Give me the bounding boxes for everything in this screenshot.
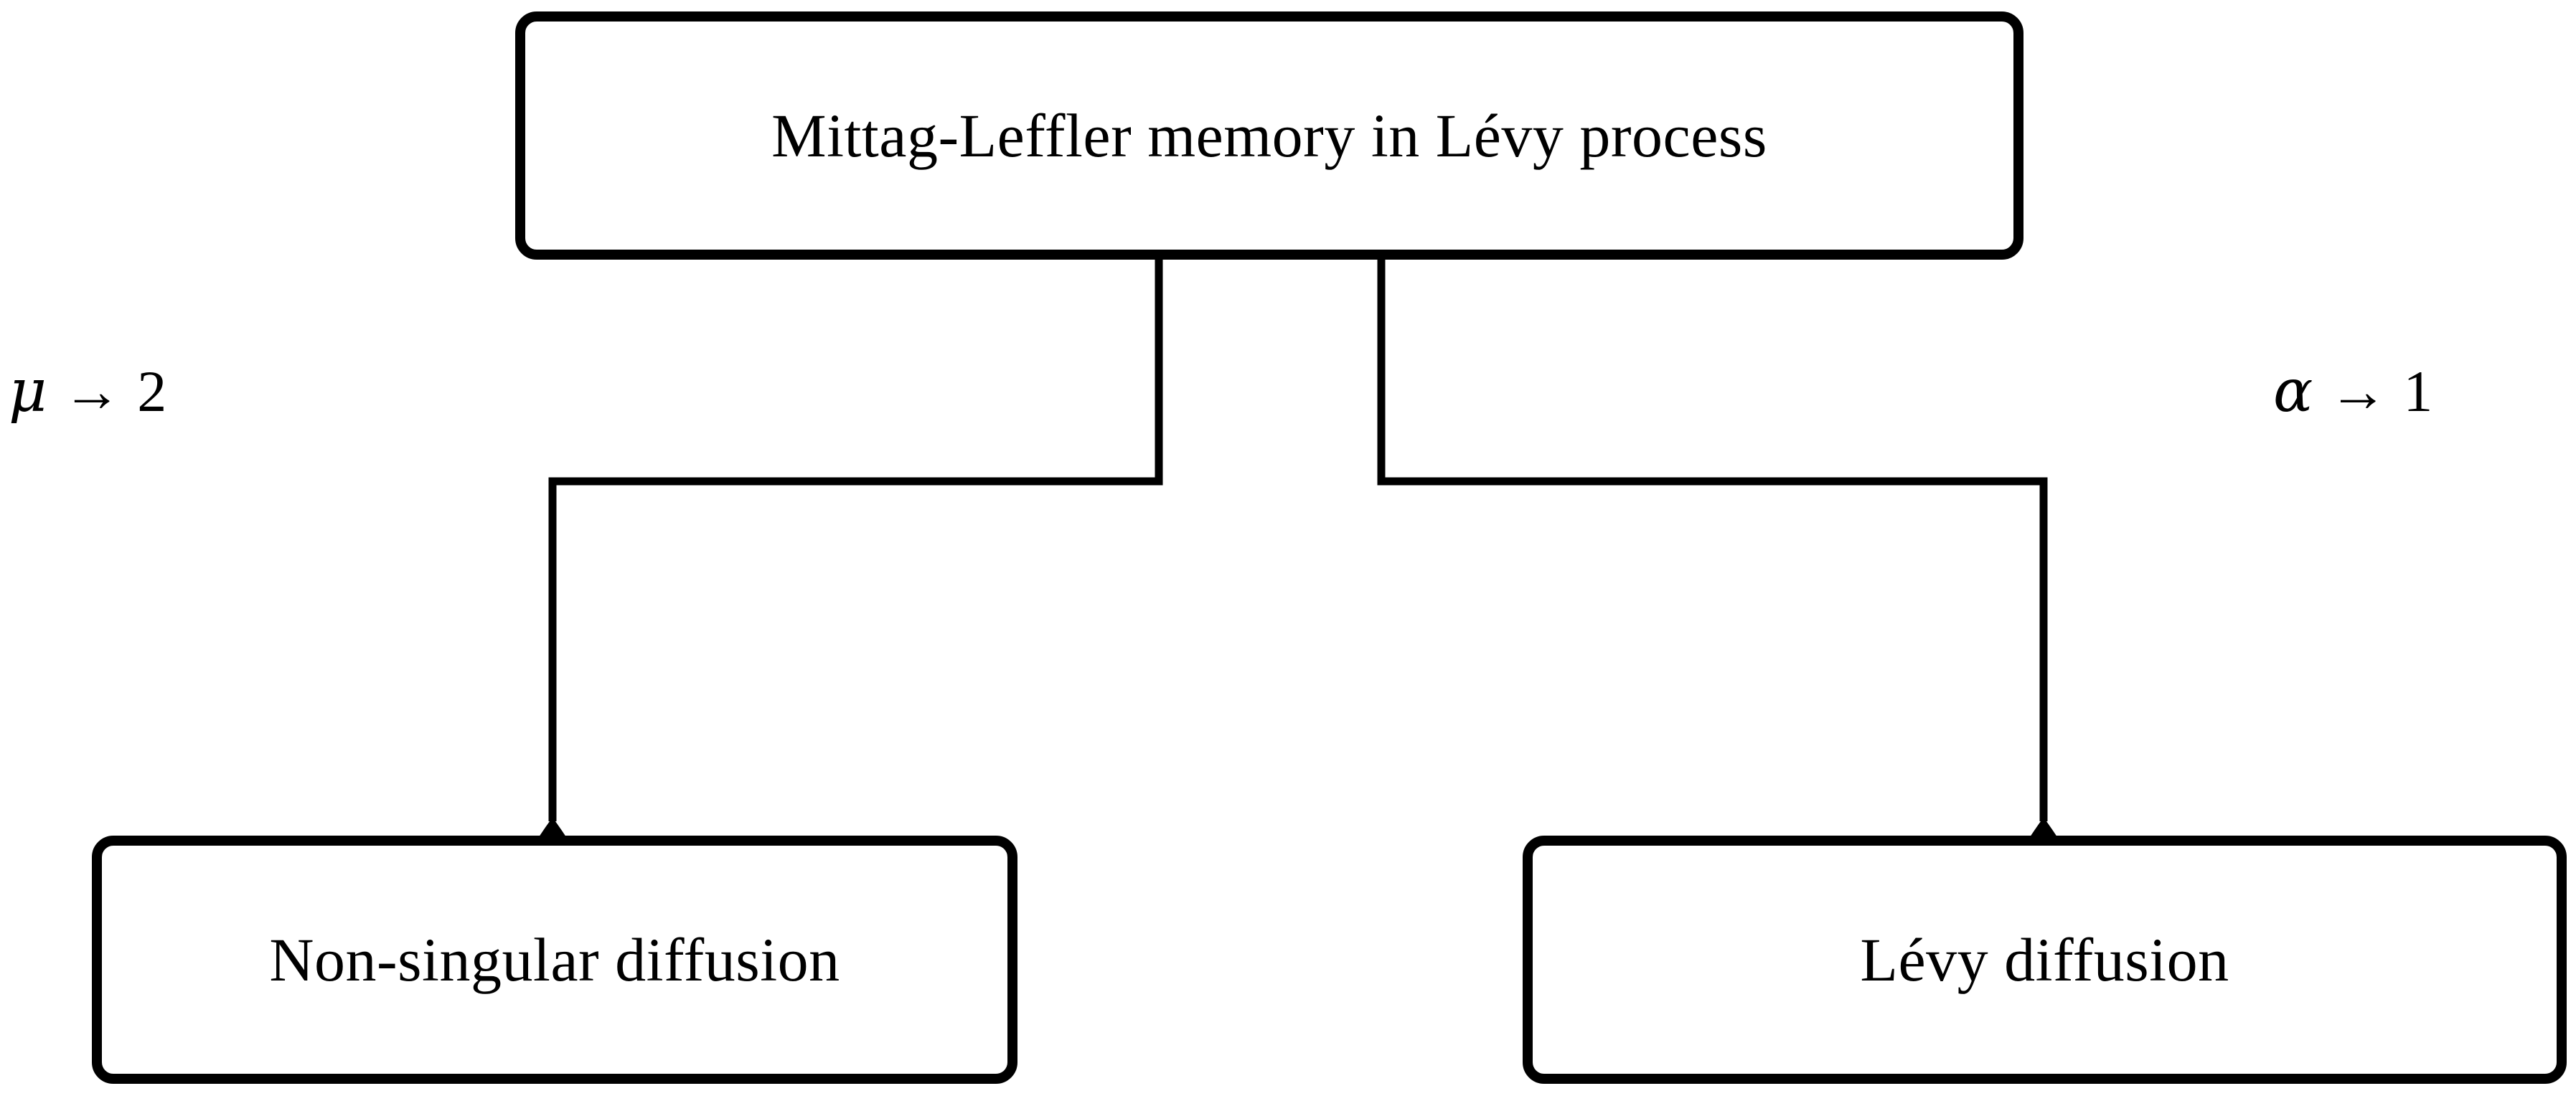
edge-label-mu-arrow-icon: → bbox=[62, 359, 122, 424]
edge-label-alpha-symbol: α bbox=[2273, 357, 2313, 425]
edge-label-mu-symbol: μ bbox=[9, 357, 47, 425]
node-mittag-leffler-memory-label: Mittag-Leffler memory in Lévy process bbox=[771, 100, 1767, 170]
edge-label-mu-to-2: μ→2 bbox=[9, 362, 166, 421]
node-levy-diffusion: Lévy diffusion bbox=[1523, 836, 2567, 1084]
edge-label-alpha-arrow-icon: → bbox=[2328, 359, 2388, 424]
edge-label-alpha-value: 1 bbox=[2403, 359, 2433, 424]
node-non-singular-diffusion-label: Non-singular diffusion bbox=[269, 925, 840, 994]
node-mittag-leffler-memory: Mittag-Leffler memory in Lévy process bbox=[515, 11, 2023, 260]
node-levy-diffusion-label: Lévy diffusion bbox=[1860, 925, 2229, 994]
edge-label-mu-value: 2 bbox=[137, 359, 167, 424]
edge-to-levy-diffusion bbox=[1377, 260, 2083, 878]
node-non-singular-diffusion: Non-singular diffusion bbox=[92, 836, 1017, 1084]
edge-to-non-singular-diffusion bbox=[513, 260, 1163, 878]
edge-label-alpha-to-1: α→1 bbox=[2273, 362, 2432, 421]
